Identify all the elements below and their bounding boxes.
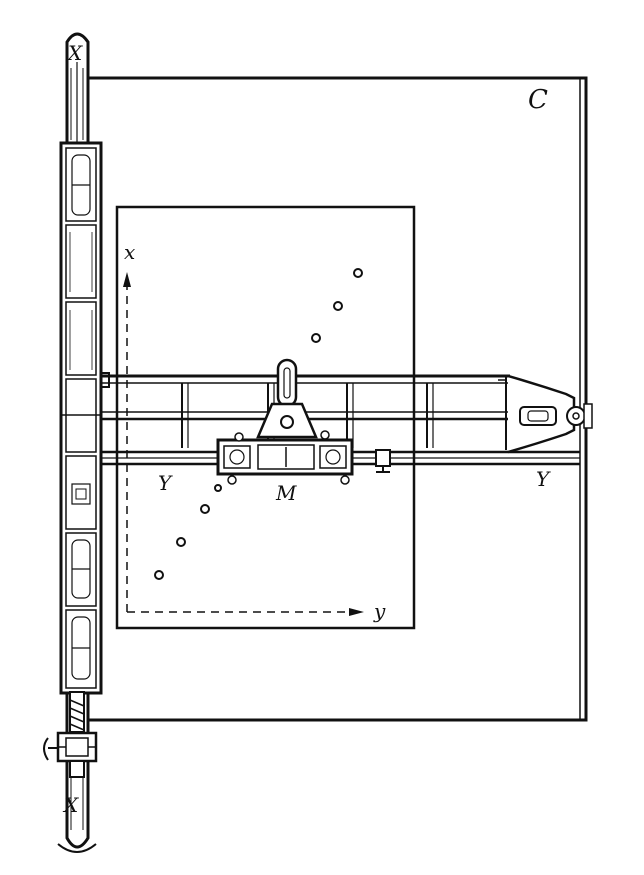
plot-point xyxy=(311,333,321,343)
axis-y-label: y xyxy=(373,599,386,623)
x-rail-screw xyxy=(43,691,98,778)
plot-point xyxy=(214,484,222,492)
plot-point xyxy=(200,504,210,514)
y-rail-clamp xyxy=(375,449,391,473)
axis-x-label: x xyxy=(124,240,135,264)
y-rail-right-label: Y xyxy=(536,467,551,491)
x-axis-arrowhead xyxy=(123,272,131,287)
x-rail-bottom-label: X xyxy=(62,793,79,817)
board-label: C xyxy=(528,85,548,115)
plot-point xyxy=(353,268,363,278)
x-carriage xyxy=(59,141,103,695)
carriage-m xyxy=(216,358,354,485)
plot-point xyxy=(176,537,186,547)
y-arm-truss xyxy=(62,372,510,450)
carriage-label: M xyxy=(275,481,297,505)
plot-point xyxy=(154,570,164,580)
y-rail-left-label: Y xyxy=(158,471,173,495)
y-arm-end-bracket xyxy=(507,374,593,454)
plotted-points xyxy=(154,268,363,580)
x-rail-top-label: X xyxy=(66,41,83,65)
plot-axes xyxy=(126,285,352,613)
plot-point xyxy=(333,301,343,311)
y-axis-arrowhead xyxy=(349,608,364,616)
